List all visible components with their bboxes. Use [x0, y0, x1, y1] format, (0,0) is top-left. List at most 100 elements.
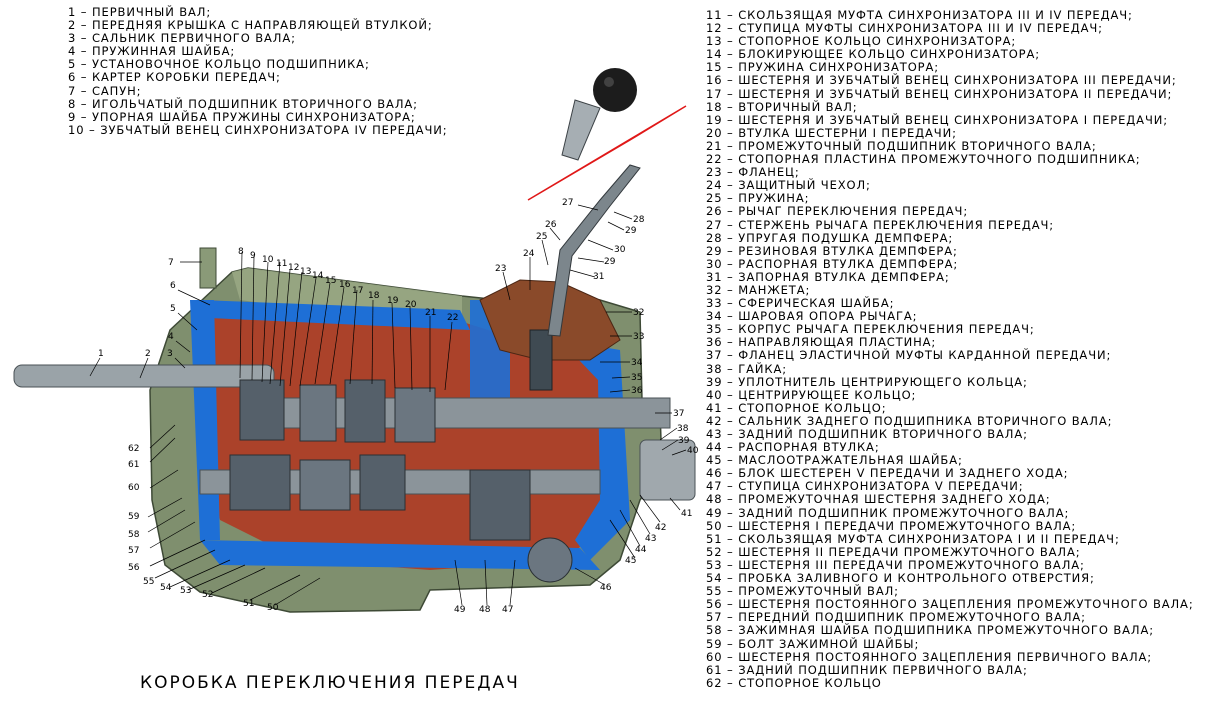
callout-label: 48 — [479, 605, 491, 615]
callout-label: 47 — [502, 605, 513, 615]
legend-item: 39 – УПЛОТНИТЕЛЬ ЦЕНТРИРУЮЩЕГО КОЛЬЦА; — [706, 374, 1028, 389]
legend-item: 32 – МАНЖЕТА; — [706, 282, 811, 297]
legend-item: 14 – БЛОКИРУЮЩЕЕ КОЛЬЦО СИНХРОНИЗАТОРА; — [706, 47, 1041, 62]
callout-label: 59 — [128, 512, 140, 522]
callout-label: 50 — [267, 603, 279, 613]
callout-label: 53 — [180, 586, 191, 596]
legend-item: 45 – МАСЛООТРАЖАТЕЛЬНАЯ ШАЙБА; — [706, 453, 963, 468]
breather — [199, 247, 217, 289]
callout-label: 7 — [168, 258, 174, 268]
legend-item: 44 – РАСПОРНАЯ ВТУЛКА; — [706, 440, 880, 455]
gear — [299, 384, 337, 442]
callout-label: 45 — [625, 556, 636, 566]
legend-item: 54 – ПРОБКА ЗАЛИВНОГО И КОНТРОЛЬНОГО ОТВ… — [706, 571, 1095, 586]
legend-item: 40 – ЦЕНТРИРУЮЩЕЕ КОЛЬЦО; — [706, 387, 917, 402]
legend-item: 51 – СКОЛЬЗЯЩАЯ МУФТА СИНХРОНИЗАТОРА I И… — [706, 531, 1120, 546]
callout-label: 4 — [168, 332, 174, 342]
legend-item: 58 – ЗАЖИМНАЯ ШАЙБА ПОДШИПНИКА ПРОМЕЖУТО… — [706, 623, 1154, 638]
legend-item: 41 – СТОПОРНОЕ КОЛЬЦО; — [706, 400, 887, 415]
legend-item: 55 – ПРОМЕЖУТОЧНЫЙ ВАЛ; — [706, 584, 899, 599]
gear-knob — [593, 68, 637, 112]
legend-item: 15 – ПРУЖИНА СИНХРОНИЗАТОРА; — [706, 60, 940, 75]
legend-item: 48 – ПРОМЕЖУТОЧНАЯ ШЕСТЕРНЯ ЗАДНЕГО ХОДА… — [706, 492, 1051, 507]
legend-item: 28 – УПРУГАЯ ПОДУШКА ДЕМПФЕРА; — [706, 230, 954, 245]
callout-label: 42 — [655, 523, 666, 533]
legend-item: 62 – СТОПОРНОЕ КОЛЬЦО — [706, 675, 882, 690]
legend-left: 1 – ПЕРВИЧНЫЙ ВАЛ; 2 – ПЕРЕДНЯЯ КРЫШКА С… — [68, 5, 448, 137]
legend-item: 50 – ШЕСТЕРНЯ I ПЕРЕДАЧИ ПРОМЕЖУТОЧНОГО … — [706, 518, 1077, 533]
legend-item: 6 – КАРТЕР КОРОБКИ ПЕРЕДАЧ; — [68, 70, 281, 85]
callout-label: 23 — [495, 264, 506, 274]
legend-item: 17 – ШЕСТЕРНЯ И ЗУБЧАТЫЙ ВЕНЕЦ СИНХРОНИЗ… — [706, 86, 1173, 101]
gear — [469, 469, 531, 541]
callout-label: 3 — [167, 349, 173, 359]
callout-label: 52 — [202, 590, 213, 600]
callout-label: 51 — [243, 599, 254, 609]
shift-lever — [547, 164, 641, 337]
callout-label: 15 — [325, 276, 336, 286]
legend-item: 31 – ЗАПОРНАЯ ВТУЛКА ДЕМПФЕРА; — [706, 269, 950, 284]
callout-label: 22 — [447, 313, 458, 323]
callout-label: 2 — [145, 349, 151, 359]
callout-labels: 1 2 3 4 5 6 7 8 9 10 11 12 13 14 15 16 1… — [98, 198, 699, 615]
callout-label: 32 — [633, 308, 644, 318]
diagram-caption: КОРОБКА ПЕРЕКЛЮЧЕНИЯ ПЕРЕДАЧ — [140, 673, 520, 693]
gear — [527, 537, 573, 583]
callout-label: 26 — [545, 220, 557, 230]
callout-label: 43 — [645, 534, 656, 544]
legend-item: 10 – ЗУБЧАТЫЙ ВЕНЕЦ СИНХРОНИЗАТОРА IV ПЕ… — [68, 122, 448, 137]
rear-flange — [639, 439, 696, 501]
legend-item: 26 – РЫЧАГ ПЕРЕКЛЮЧЕНИЯ ПЕРЕДАЧ; — [706, 204, 969, 219]
gear — [394, 387, 436, 443]
callout-label: 8 — [238, 247, 244, 257]
legend-item: 19 – ШЕСТЕРНЯ И ЗУБЧАТЫЙ ВЕНЕЦ СИНХРОНИЗ… — [706, 112, 1169, 127]
callout-label: 55 — [143, 577, 154, 587]
input-shaft — [13, 364, 275, 388]
knob-highlight — [604, 77, 614, 87]
legend-item: 30 – РАСПОРНАЯ ВТУЛКА ДЕМПФЕРА; — [706, 256, 959, 271]
cutaway-rear-wall — [560, 340, 630, 560]
legend-item: 49 – ЗАДНИЙ ПОДШИПНИК ПРОМЕЖУТОЧНОГО ВАЛ… — [706, 505, 1070, 520]
legend-item: 7 – САПУН; — [68, 83, 142, 98]
legend-item: 37 – ФЛАНЕЦ ЭЛАСТИЧНОЙ МУФТЫ КАРДАННОЙ П… — [706, 348, 1112, 363]
legend-item: 22 – СТОПОРНАЯ ПЛАСТИНА ПРОМЕЖУТОЧНОГО П… — [706, 152, 1141, 167]
callout-label: 62 — [128, 444, 139, 454]
callout-label: 29 — [625, 226, 637, 236]
callout-label: 5 — [170, 304, 176, 314]
callout-label: 30 — [614, 245, 626, 255]
callout-label: 11 — [276, 259, 287, 269]
callout-label: 20 — [405, 300, 417, 310]
legend-item: 57 – ПЕРЕДНИЙ ПОДШИПНИК ПРОМЕЖУТОЧНОГО В… — [706, 610, 1086, 625]
callout-label: 17 — [352, 286, 363, 296]
legend-item: 1 – ПЕРВИЧНЫЙ ВАЛ; — [68, 5, 212, 19]
legend-item: 11 – СКОЛЬЗЯЩАЯ МУФТА СИНХРОНИЗАТОРА III… — [706, 8, 1133, 22]
callout-label: 60 — [128, 483, 140, 493]
callout-label: 40 — [687, 446, 699, 456]
callout-label: 19 — [387, 296, 399, 306]
callout-label: 46 — [600, 583, 612, 593]
callout-label: 25 — [536, 232, 547, 242]
legend-item: 61 – ЗАДНИЙ ПОДШИПНИК ПЕРВИЧНОГО ВАЛА; — [706, 662, 1028, 677]
legend-item: 3 – САЛЬНИК ПЕРВИЧНОГО ВАЛА; — [68, 31, 296, 46]
lever-rod-top — [561, 99, 601, 161]
legend-item: 5 – УСТАНОВОЧНОЕ КОЛЬЦО ПОДШИПНИКА; — [68, 57, 370, 72]
legend-item: 47 – СТУПИЦА СИНХРОНИЗАТОРА V ПЕРЕДАЧИ; — [706, 479, 1024, 494]
legend-item: 60 – ШЕСТЕРНЯ ПОСТОЯННОГО ЗАЦЕПЛЕНИЯ ПЕР… — [706, 649, 1153, 664]
callout-label: 18 — [368, 291, 380, 301]
callout-label: 34 — [631, 358, 643, 368]
callout-label: 37 — [673, 409, 684, 419]
callout-label: 61 — [128, 460, 139, 470]
shifter-housing — [529, 329, 553, 391]
legend-item: 21 – ПРОМЕЖУТОЧНЫЙ ПОДШИПНИК ВТОРИЧНОГО … — [706, 138, 1097, 153]
legend-item: 20 – ВТУЛКА ШЕСТЕРНИ I ПЕРЕДАЧИ; — [706, 125, 957, 140]
callout-label: 29 — [604, 257, 616, 267]
legend-item: 34 – ШАРОВАЯ ОПОРА РЫЧАГА; — [706, 309, 918, 324]
legend-item: 43 – ЗАДНИЙ ПОДШИПНИК ВТОРИЧНОГО ВАЛА; — [706, 427, 1028, 441]
callout-label: 44 — [635, 545, 647, 555]
cutaway-top-wall — [200, 300, 470, 330]
callout-label: 57 — [128, 546, 139, 556]
lever-detail-indicator — [527, 105, 687, 201]
callout-label: 24 — [523, 249, 535, 259]
callout-label: 31 — [593, 272, 604, 282]
